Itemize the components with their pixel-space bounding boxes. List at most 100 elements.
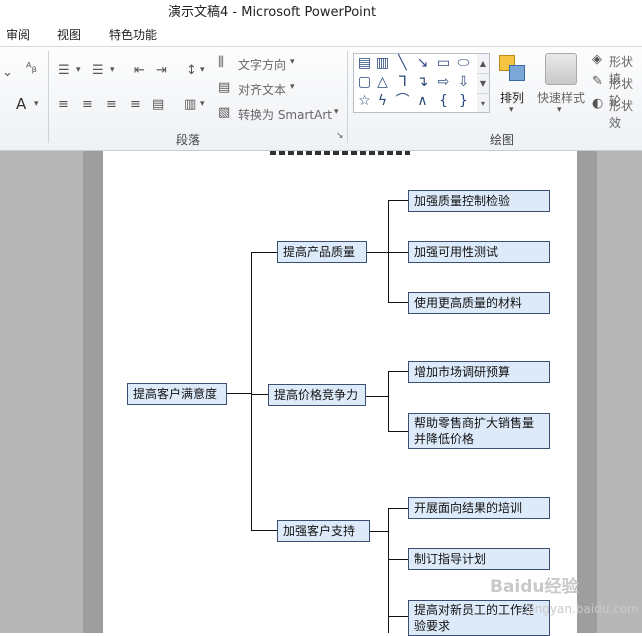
vertical-textbox-shape-icon[interactable]: ▥ <box>375 55 390 71</box>
columns-arrow-icon[interactable]: ▾ <box>200 99 205 109</box>
right-arrow-shape-icon[interactable]: ⇨ <box>437 74 450 90</box>
leaf-node[interactable]: 加强质量控制检验 <box>408 190 550 212</box>
elbow-arrow-shape-icon[interactable]: ↴ <box>416 74 429 90</box>
arrange-icon[interactable] <box>497 53 527 83</box>
connector-line <box>367 252 388 253</box>
smartart-icon[interactable]: ▧ <box>218 105 231 120</box>
shape-fill-icon[interactable]: ◈ <box>592 52 602 67</box>
quick-styles-button[interactable]: 快速样式 <box>537 91 586 105</box>
leaf-node[interactable]: 加强可用性测试 <box>408 241 550 263</box>
shape-fill-button[interactable]: 形状填 <box>609 55 634 86</box>
paragraph-launcher-icon[interactable]: ↘ <box>336 131 344 141</box>
gallery-down-icon[interactable]: ▼ <box>477 74 489 94</box>
clear-format-icon[interactable]: ᴬᵦ <box>26 61 37 76</box>
font-size-arrow-icon[interactable]: ⌄ <box>2 65 13 80</box>
arc-shape-icon[interactable]: ⌒ <box>395 93 410 109</box>
drawing-group-label: 绘图 <box>490 133 515 147</box>
leaf-node[interactable]: 帮助零售商扩大销售量并降低价格 <box>408 413 550 449</box>
bullets-icon[interactable]: ☰ <box>58 63 70 78</box>
line-spacing-icon[interactable]: ↕ <box>186 63 197 78</box>
align-text-icon[interactable]: ▤ <box>218 80 231 95</box>
connector-line <box>388 431 408 432</box>
down-arrow-shape-icon[interactable]: ⇩ <box>457 74 470 90</box>
align-right-icon[interactable]: ≡ <box>106 97 117 112</box>
connector-line <box>388 508 408 509</box>
branch-node-support[interactable]: 加强客户支持 <box>277 520 370 542</box>
connector-line <box>388 371 389 432</box>
line-spacing-arrow-icon[interactable]: ▾ <box>200 65 205 75</box>
leaf-node[interactable]: 制订指导计划 <box>408 548 550 570</box>
root-node[interactable]: 提高客户满意度 <box>127 383 227 405</box>
numbering-arrow-icon[interactable]: ▾ <box>110 65 115 75</box>
right-brace-shape-icon[interactable]: } <box>459 93 468 109</box>
shape-outline-button[interactable]: 形状轮 <box>609 77 634 108</box>
group-separator <box>48 51 49 143</box>
increase-indent-icon[interactable]: ⇥ <box>156 63 167 78</box>
star-shape-icon[interactable]: ☆ <box>358 93 371 109</box>
ribbon: ⌄ ᴬᵦ A ▾ ☰ ▾ ☰ ▾ ⇤ ⇥ ↕ ▾ ≡ ≡ ≡ ≡ ▤ ▥ ▾ ⫼… <box>0 47 642 151</box>
numbering-icon[interactable]: ☰ <box>92 63 104 78</box>
leaf-node[interactable]: 开展面向结果的培训 <box>408 497 550 519</box>
quick-styles-arrow-icon[interactable]: ▾ <box>557 105 562 115</box>
rounded-rect-shape-icon[interactable]: ▢ <box>357 74 372 90</box>
connector-line <box>370 531 388 532</box>
connector-line <box>251 252 277 253</box>
convert-smartart-button[interactable]: 转换为 SmartArt <box>238 108 332 122</box>
tab-special-features[interactable]: 特色功能 <box>109 28 158 42</box>
group-separator <box>347 51 348 143</box>
align-text-button[interactable]: 对齐文本 <box>238 83 287 97</box>
bullets-arrow-icon[interactable]: ▾ <box>76 65 81 75</box>
oval-shape-icon[interactable]: ⬭ <box>457 55 470 71</box>
baidu-watermark: Baidu经验 <box>490 577 579 597</box>
shapes-gallery[interactable]: ▤ ▥ ╲ ↘ ▭ ⬭ ▢ △ ᒣ ↴ ⇨ ⇩ ☆ ϟ ⌒ ∧ { } <box>353 53 479 113</box>
connector-line <box>388 200 389 303</box>
workspace-shadow-right <box>577 151 597 633</box>
window-title: 演示文稿4 - Microsoft PowerPoint <box>168 5 377 20</box>
arrange-arrow-icon[interactable]: ▾ <box>509 105 514 115</box>
columns-icon[interactable]: ▥ <box>184 97 197 112</box>
connector-line <box>227 393 251 394</box>
font-color-arrow-icon[interactable]: ▾ <box>34 99 39 109</box>
align-left-icon[interactable]: ≡ <box>58 97 69 112</box>
distributed-icon[interactable]: ▤ <box>152 97 165 112</box>
quick-styles-icon[interactable] <box>545 53 577 85</box>
textbox-shape-icon[interactable]: ▤ <box>357 55 372 71</box>
font-color-button[interactable]: A <box>16 95 27 113</box>
leaf-node[interactable]: 增加市场调研预算 <box>408 361 550 383</box>
align-center-icon[interactable]: ≡ <box>82 97 93 112</box>
gallery-more-icon[interactable]: ▾ <box>480 99 485 108</box>
cut-off-slide-title <box>270 151 410 155</box>
arrange-button[interactable]: 排列 <box>500 91 525 105</box>
smartart-arrow-icon[interactable]: ▾ <box>334 107 339 117</box>
branch-node-quality[interactable]: 提高产品质量 <box>277 241 367 263</box>
elbow-connector-shape-icon[interactable]: ᒣ <box>398 74 407 90</box>
connector-line <box>388 559 408 560</box>
connector-line <box>251 530 277 531</box>
justify-icon[interactable]: ≡ <box>130 97 141 112</box>
rectangle-shape-icon[interactable]: ▭ <box>436 55 451 71</box>
tab-view[interactable]: 视图 <box>57 28 82 42</box>
shapes-gallery-scroll[interactable]: ▲ ▼ ▾ <box>477 53 490 113</box>
shape-effects-icon[interactable]: ◐ <box>592 96 604 111</box>
curve-shape-icon[interactable]: ∧ <box>417 93 428 109</box>
connector-line <box>388 252 408 253</box>
branch-node-price[interactable]: 提高价格竞争力 <box>268 384 366 406</box>
baidu-watermark-url: jingyan.baidu.com <box>528 602 639 616</box>
align-text-arrow-icon[interactable]: ▾ <box>290 82 295 92</box>
arrow-line-shape-icon[interactable]: ↘ <box>416 55 429 71</box>
workspace-shadow-left <box>83 151 103 633</box>
text-direction-arrow-icon[interactable]: ▾ <box>290 57 295 67</box>
lightning-shape-icon[interactable]: ϟ <box>377 93 388 109</box>
leaf-node[interactable]: 使用更高质量的材料 <box>408 292 550 314</box>
decrease-indent-icon[interactable]: ⇤ <box>134 63 145 78</box>
triangle-shape-icon[interactable]: △ <box>377 74 388 90</box>
text-direction-button[interactable]: 文字方向 <box>238 58 287 72</box>
tab-review[interactable]: 审阅 <box>6 28 31 42</box>
text-direction-icon[interactable]: ⫼ <box>218 55 224 70</box>
connector-line <box>251 394 268 395</box>
line-shape-icon[interactable]: ╲ <box>398 55 407 71</box>
shape-effects-button[interactable]: 形状效 <box>609 99 634 130</box>
gallery-up-icon[interactable]: ▲ <box>477 54 489 74</box>
left-brace-shape-icon[interactable]: { <box>439 93 448 109</box>
shape-outline-icon[interactable]: ✎ <box>592 74 603 89</box>
